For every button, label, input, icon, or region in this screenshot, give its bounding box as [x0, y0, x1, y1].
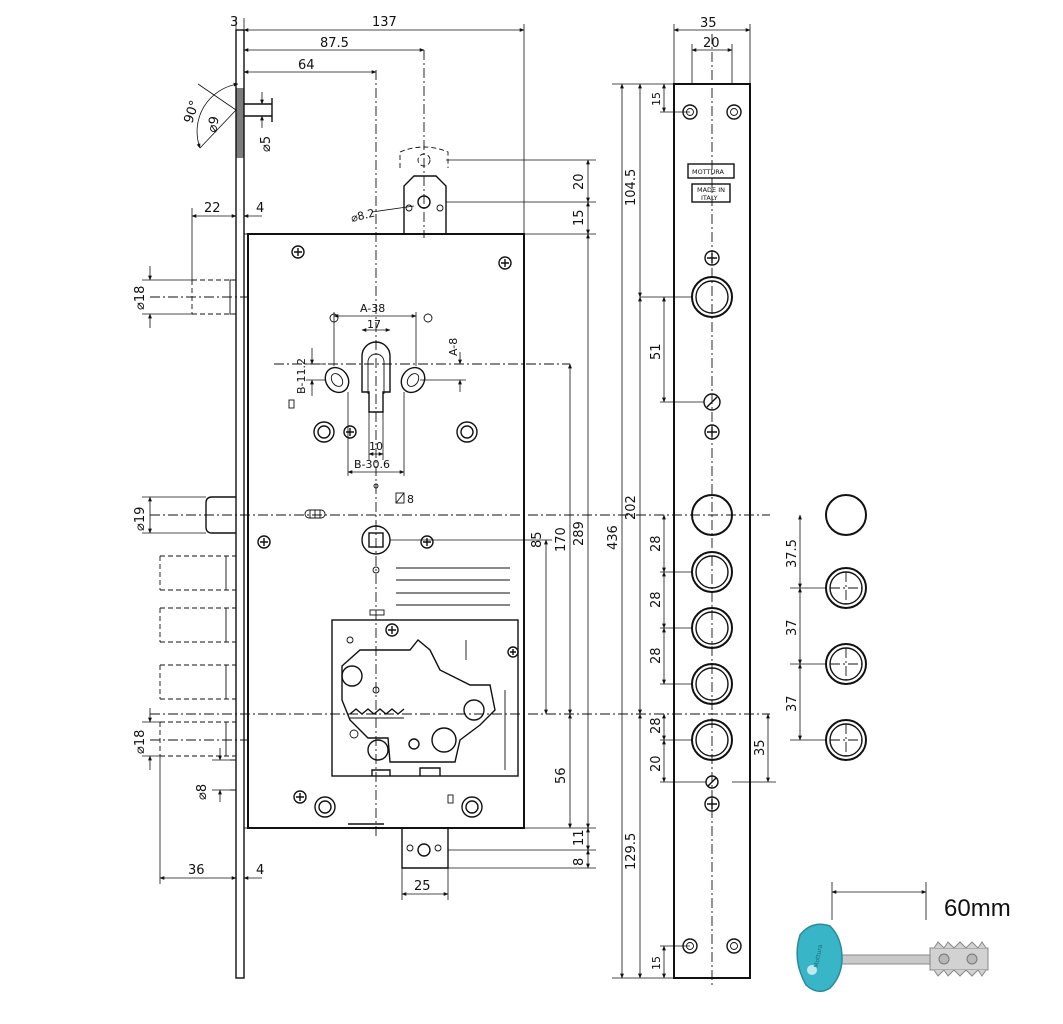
dim-plate-20: 20 [703, 36, 720, 51]
dim-10: 10 [369, 440, 383, 453]
dim-22: 22 [204, 201, 221, 216]
dim-far-37-5: 37.5 [785, 539, 800, 568]
top-dimensions: 3 137 87.5 64 [230, 15, 525, 234]
plate-right-dimensions: 35 [732, 713, 776, 783]
center-lines [150, 50, 770, 838]
plate-brand: MOTTURA [692, 168, 725, 176]
dim-4-top: 4 [256, 201, 264, 216]
dim-dia-19: ⌀19 [133, 507, 148, 531]
dim-90-deg: 90° [182, 99, 203, 126]
screw-icon [257, 535, 271, 549]
left-bolts [159, 279, 237, 791]
bottom-dimensions: 25 [401, 868, 449, 900]
screw-icon [385, 623, 399, 637]
dim-dia-5: ⌀5 [259, 136, 274, 152]
screw-hole-icon [726, 104, 742, 120]
dim-plate-35: 35 [700, 16, 717, 31]
lock-body [244, 233, 525, 829]
dim-36: 36 [188, 863, 205, 878]
dim-4-bottom: 4 [256, 863, 264, 878]
dim-64: 64 [298, 58, 315, 73]
dim-170: 170 [554, 527, 569, 552]
top-lug [399, 146, 449, 234]
dim-plate-20-b: 20 [649, 755, 664, 772]
screw-icon [507, 646, 519, 658]
dim-far-37-a: 37 [785, 619, 800, 636]
key-illustration: 60mm Mottura [796, 882, 1011, 993]
dim-plate-436: 436 [606, 525, 621, 550]
dim-87-5: 87.5 [320, 36, 349, 51]
screw-icon [291, 245, 305, 259]
dim-plate-51: 51 [649, 343, 664, 360]
dim-plate-15-bottom: 15 [650, 956, 663, 970]
dim-b-11-2: B-11.2 [295, 358, 308, 394]
screw-icon [498, 256, 512, 270]
dim-plate-28-a: 28 [649, 535, 664, 552]
mechanism-plate [331, 619, 519, 777]
dim-plate-28-c: 28 [649, 647, 664, 664]
body-screws [257, 245, 519, 804]
bottom-lug [348, 823, 449, 869]
dim-plate-104-5: 104.5 [624, 169, 639, 206]
dim-dia-8: ⌀8 [195, 784, 210, 800]
left-dimensions: 22 4 ⌀18 ⌀19 ⌀18 ⌀8 36 4 [133, 201, 264, 884]
angle-spindle [196, 82, 273, 149]
dim-plate-202: 202 [624, 495, 639, 520]
plate-top-dimensions: 35 20 [673, 16, 751, 84]
dim-dia-18-top: ⌀18 [133, 286, 148, 310]
key-brand: Mottura [813, 944, 824, 969]
dim-square-8: 8 [407, 493, 414, 506]
dim-289: 289 [572, 521, 587, 546]
face-plate: MOTTURA MADE IN ITALY [673, 34, 751, 988]
dim-plate-28-d: 28 [649, 717, 664, 734]
dim-plate-28-b: 28 [649, 591, 664, 608]
screw-icon [343, 425, 357, 439]
angle-dimensions: 90° ⌀9 ⌀5 [182, 92, 274, 152]
dim-85: 85 [530, 531, 545, 548]
bolt-heads: 37.5 37 37 [785, 494, 867, 761]
screw-hole-icon [726, 938, 742, 954]
dim-dia-9: ⌀9 [205, 115, 223, 133]
dim-a-8: A-8 [447, 338, 460, 356]
dim-20: 20 [572, 173, 587, 190]
body-bushings [288, 313, 483, 818]
slot-lines [396, 567, 510, 606]
screw-icon [420, 535, 434, 549]
dim-56: 56 [554, 767, 569, 784]
dim-plate-35-side: 35 [753, 739, 768, 756]
dim-25: 25 [414, 879, 431, 894]
key-length-label: 60mm [944, 895, 1011, 922]
dim-plate-129-5: 129.5 [624, 833, 639, 870]
dim-17: 17 [367, 318, 381, 331]
follower-square [304, 483, 391, 616]
dim-plate-15-top: 15 [650, 92, 663, 106]
dim-a-38: A-38 [360, 302, 385, 315]
dim-11: 11 [572, 829, 587, 846]
screw-icon [704, 796, 720, 812]
dim-15: 15 [572, 209, 587, 226]
plate-made-in: MADE IN [697, 186, 725, 194]
screw-icon [704, 424, 720, 440]
dim-b-30-6: B-30.6 [354, 458, 390, 471]
dim-8-bottom: 8 [572, 858, 587, 866]
screw-icon [293, 790, 307, 804]
cylinder-cutout [324, 341, 426, 413]
right-dimensions: 20 15 289 170 85 56 11 8 [390, 159, 596, 869]
dim-dia-18-bottom: ⌀18 [133, 730, 148, 754]
screw-icon [704, 250, 720, 266]
dim-dia-8-2: ⌀8.2 [350, 206, 377, 224]
dim-3: 3 [230, 15, 238, 30]
key-head-icon [796, 923, 843, 993]
plate-left-dimensions: 436 15 104.5 51 202 28 28 28 28 20 129.5… [606, 83, 706, 979]
dim-far-37-b: 37 [785, 695, 800, 712]
cylinder-dimensions: A-38 17 A-8 B-11.2 10 B-30.6 ⌀8.2 8 [295, 205, 466, 506]
plate-italy: ITALY [701, 194, 718, 202]
dim-137: 137 [372, 15, 397, 30]
faceplate-side-strip [235, 29, 245, 979]
